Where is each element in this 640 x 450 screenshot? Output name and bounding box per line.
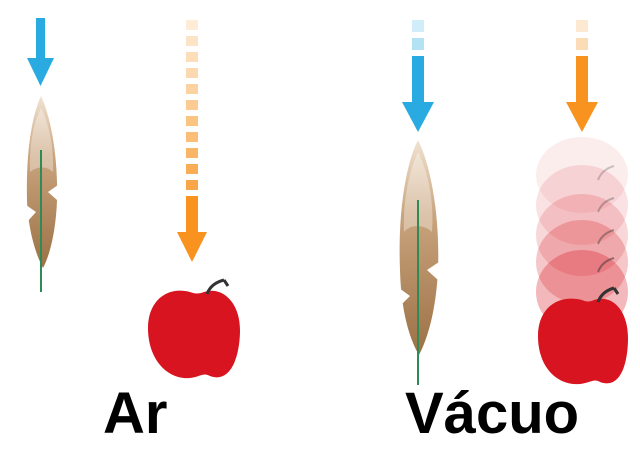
- arrow-shaft: [36, 18, 45, 62]
- apple-icon: [148, 291, 240, 379]
- vacuum-apple-arrow: [566, 20, 598, 132]
- arrow-down-icon: [27, 58, 54, 86]
- vacuum-feather: [399, 140, 439, 385]
- arrow-shaft: [412, 56, 424, 106]
- arrow-trail-segment: [186, 84, 198, 94]
- arrow-trail-segment: [186, 20, 198, 30]
- apple-icon: [538, 299, 628, 385]
- arrow-trail-segment: [186, 164, 198, 174]
- air-apple-arrow: [177, 20, 207, 262]
- air-feather: [26, 96, 58, 292]
- arrow-trail-segment: [186, 148, 198, 158]
- air-apple: [148, 280, 240, 378]
- arrow-trail-segment: [186, 68, 198, 78]
- arrow-trail-segment: [186, 132, 198, 142]
- apple-stem: [224, 280, 228, 286]
- arrow-trail-segment: [186, 116, 198, 126]
- arrow-trail-segment: [186, 36, 198, 46]
- arrow-trail-segment: [576, 20, 588, 32]
- arrow-down-icon: [177, 232, 207, 262]
- arrow-trail-segment: [186, 52, 198, 62]
- air-label: Ar: [103, 385, 167, 443]
- vacuum-label: Vácuo: [405, 385, 579, 443]
- arrow-trail-segment: [186, 180, 198, 190]
- arrow-trail-segment: [412, 20, 424, 32]
- vacuum-feather-arrow: [402, 20, 434, 132]
- arrow-trail-segment: [412, 38, 424, 50]
- arrow-down-icon: [566, 102, 598, 132]
- arrow-down-icon: [402, 102, 434, 132]
- arrow-shaft: [186, 196, 198, 236]
- arrow-shaft: [576, 56, 588, 106]
- arrow-trail-segment: [576, 38, 588, 50]
- arrow-trail-segment: [186, 100, 198, 110]
- air-feather-arrow: [27, 18, 54, 86]
